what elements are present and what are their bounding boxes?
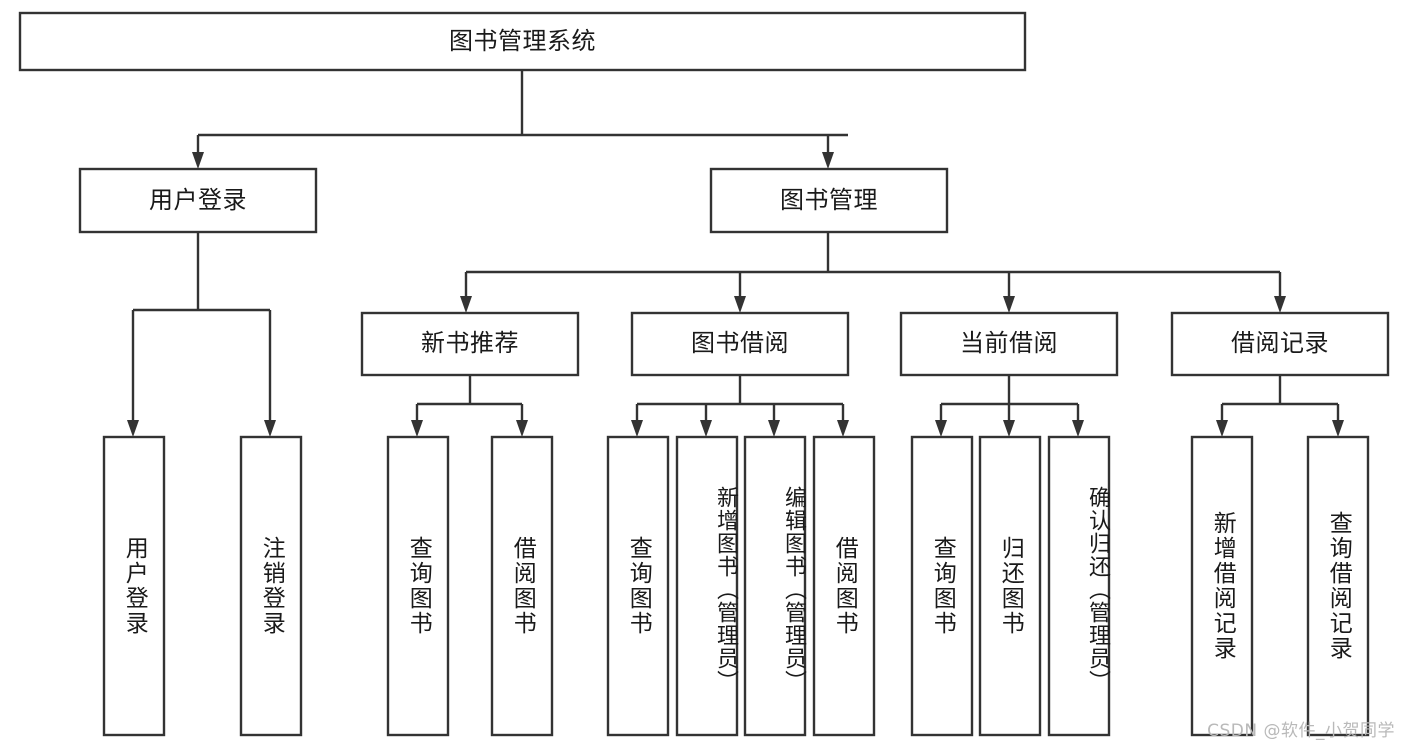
- node-box-leaf-confirm-return[interactable]: [1047, 435, 1111, 737]
- connector-bookborrow-to-leaves: [631, 375, 849, 437]
- node-box-leaf-query-book-2[interactable]: [606, 435, 670, 737]
- node-box-leaf-add-book[interactable]: [675, 435, 739, 737]
- connector-root-to-level1: [192, 70, 848, 169]
- connector-newbook-to-leaves: [411, 375, 528, 437]
- node-box-leaf-user-login[interactable]: [102, 435, 166, 737]
- node-box-new-book-recommend[interactable]: [360, 311, 580, 377]
- node-box-user-login[interactable]: [78, 167, 318, 234]
- node-box-leaf-user-logout[interactable]: [239, 435, 303, 737]
- node-box-leaf-add-record[interactable]: [1190, 435, 1254, 737]
- node-box-leaf-return-book[interactable]: [978, 435, 1042, 737]
- node-box-leaf-borrow-book-2[interactable]: [812, 435, 876, 737]
- node-box-leaf-query-record[interactable]: [1306, 435, 1370, 737]
- connector-bookmanage-to-level2: [460, 232, 1286, 313]
- connector-userlogin-to-leaves: [127, 232, 276, 437]
- node-box-leaf-query-book-3[interactable]: [910, 435, 974, 737]
- node-box-root[interactable]: [18, 11, 1027, 72]
- node-box-borrow-record[interactable]: [1170, 311, 1390, 377]
- node-box-leaf-query-book-1[interactable]: [386, 435, 450, 737]
- node-box-book-manage[interactable]: [709, 167, 949, 234]
- node-box-leaf-edit-book[interactable]: [743, 435, 807, 737]
- connector-currentborrow-to-leaves: [935, 375, 1084, 437]
- node-box-leaf-borrow-book-1[interactable]: [490, 435, 554, 737]
- connector-borrowrecord-to-leaves: [1216, 375, 1344, 437]
- node-box-book-borrow[interactable]: [630, 311, 850, 377]
- node-box-current-borrow[interactable]: [899, 311, 1119, 377]
